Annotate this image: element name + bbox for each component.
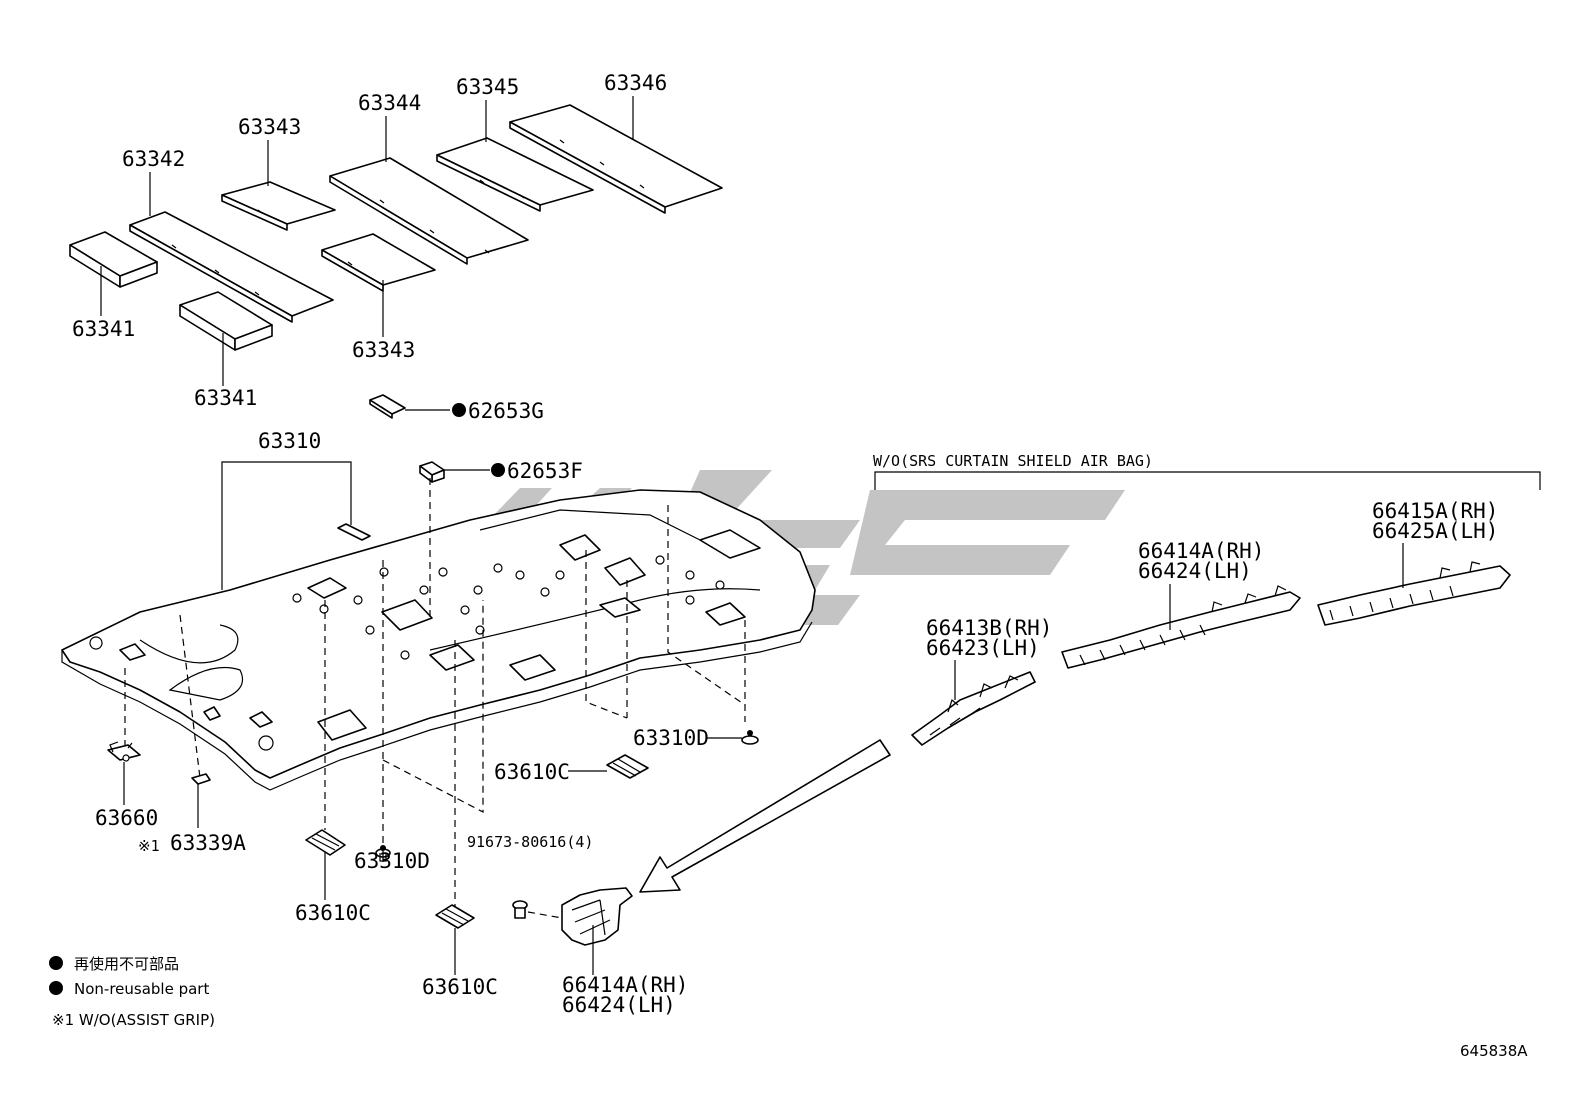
label-63341-a: 63341 bbox=[72, 317, 135, 341]
label-66425a-lh: 66425A(LH) bbox=[1372, 519, 1498, 543]
clip-63310d-b bbox=[741, 730, 759, 745]
bracket-63310 bbox=[221, 461, 352, 590]
pad-63342 bbox=[129, 211, 334, 323]
pad-63343-a bbox=[221, 181, 336, 231]
label-66413b-rh: 66413B(RH) bbox=[926, 616, 1052, 640]
pad-63346 bbox=[509, 104, 723, 214]
clip-63610c-a bbox=[305, 829, 346, 856]
label-63342: 63342 bbox=[122, 147, 185, 171]
label-66424-lh-lower: 66424(LH) bbox=[562, 993, 676, 1017]
label-62653g: 62653G bbox=[468, 399, 544, 423]
pad-63343-b bbox=[321, 233, 436, 292]
pad-63341-b bbox=[179, 291, 273, 351]
label-63610c-c: 63610C bbox=[422, 975, 498, 999]
clip-63610c-c bbox=[435, 904, 475, 929]
label-66414a-rh: 66414A(RH) bbox=[1138, 539, 1264, 563]
label-63310: 63310 bbox=[258, 429, 321, 453]
label-airbag-caption: W/O(SRS CURTAIN SHIELD AIR BAG) bbox=[873, 452, 1153, 470]
retainer-66414a bbox=[1061, 585, 1301, 669]
label-bolt-91673: 91673-80616(4) bbox=[467, 833, 593, 851]
label-66423-lh: 66423(LH) bbox=[926, 636, 1040, 660]
clip-62653f bbox=[419, 461, 445, 483]
label-63345: 63345 bbox=[456, 75, 519, 99]
label-66424-lh: 66424(LH) bbox=[1138, 559, 1252, 583]
label-63660: 63660 bbox=[95, 806, 158, 830]
label-63346: 63346 bbox=[604, 71, 667, 95]
label-63310d-b: 63310D bbox=[633, 726, 709, 750]
airbag-group-bracket bbox=[874, 471, 1541, 490]
label-62653f: 62653F bbox=[507, 459, 583, 483]
label-63344: 63344 bbox=[358, 91, 421, 115]
pad-notches bbox=[171, 139, 645, 296]
sunvisor-holder-63660 bbox=[107, 741, 141, 762]
bracket-66414a-lower bbox=[561, 887, 633, 946]
guide-lines bbox=[124, 478, 746, 910]
legend-dot-en bbox=[49, 981, 63, 995]
label-note-mark: ※1 bbox=[138, 837, 160, 855]
label-66414a-rh-lower: 66414A(RH) bbox=[562, 973, 688, 997]
pad-63345 bbox=[436, 137, 594, 212]
leader-lines bbox=[100, 96, 1404, 975]
non-reusable-marker-62653g bbox=[452, 403, 466, 417]
legend-non-reusable-en: Non-reusable part bbox=[74, 980, 209, 998]
legend-non-reusable-jp: 再使用不可部品 bbox=[74, 955, 179, 973]
label-63343-a: 63343 bbox=[238, 115, 301, 139]
pad-63341-a bbox=[69, 231, 158, 288]
retainer-66415a bbox=[1317, 561, 1511, 626]
label-63339a: 63339A bbox=[170, 831, 246, 855]
headliner-openings bbox=[119, 529, 761, 741]
view-arrow bbox=[639, 739, 891, 893]
label-63610c-a: 63610C bbox=[295, 901, 371, 925]
non-reusable-marker-62653f bbox=[491, 463, 505, 477]
label-63610c-b: 63610C bbox=[494, 760, 570, 784]
legend-note-assist-grip: ※1 W/O(ASSIST GRIP) bbox=[52, 1011, 215, 1029]
label-63343-b: 63343 bbox=[352, 338, 415, 362]
retainer-66413b bbox=[911, 671, 1036, 746]
label-63310d-a: 63310D bbox=[354, 849, 430, 873]
clip-62653g bbox=[369, 394, 406, 419]
legend-dot-jp bbox=[49, 956, 63, 970]
headliner-holes bbox=[89, 555, 725, 751]
headliner-tab bbox=[337, 523, 371, 541]
label-66415a-rh: 66415A(RH) bbox=[1372, 499, 1498, 523]
pad-63344 bbox=[329, 157, 529, 265]
clip-63339a bbox=[191, 773, 211, 790]
bolt-91673 bbox=[512, 900, 563, 919]
label-63341-b: 63341 bbox=[194, 386, 257, 410]
clip-63610c-b bbox=[606, 754, 649, 779]
part-labels: 63341 63341 63342 63343 63343 63344 6334… bbox=[72, 71, 1498, 1017]
legend: 再使用不可部品 Non-reusable part ※1 W/O(ASSIST … bbox=[49, 955, 215, 1029]
figure-id: 645838A bbox=[1460, 1042, 1528, 1060]
